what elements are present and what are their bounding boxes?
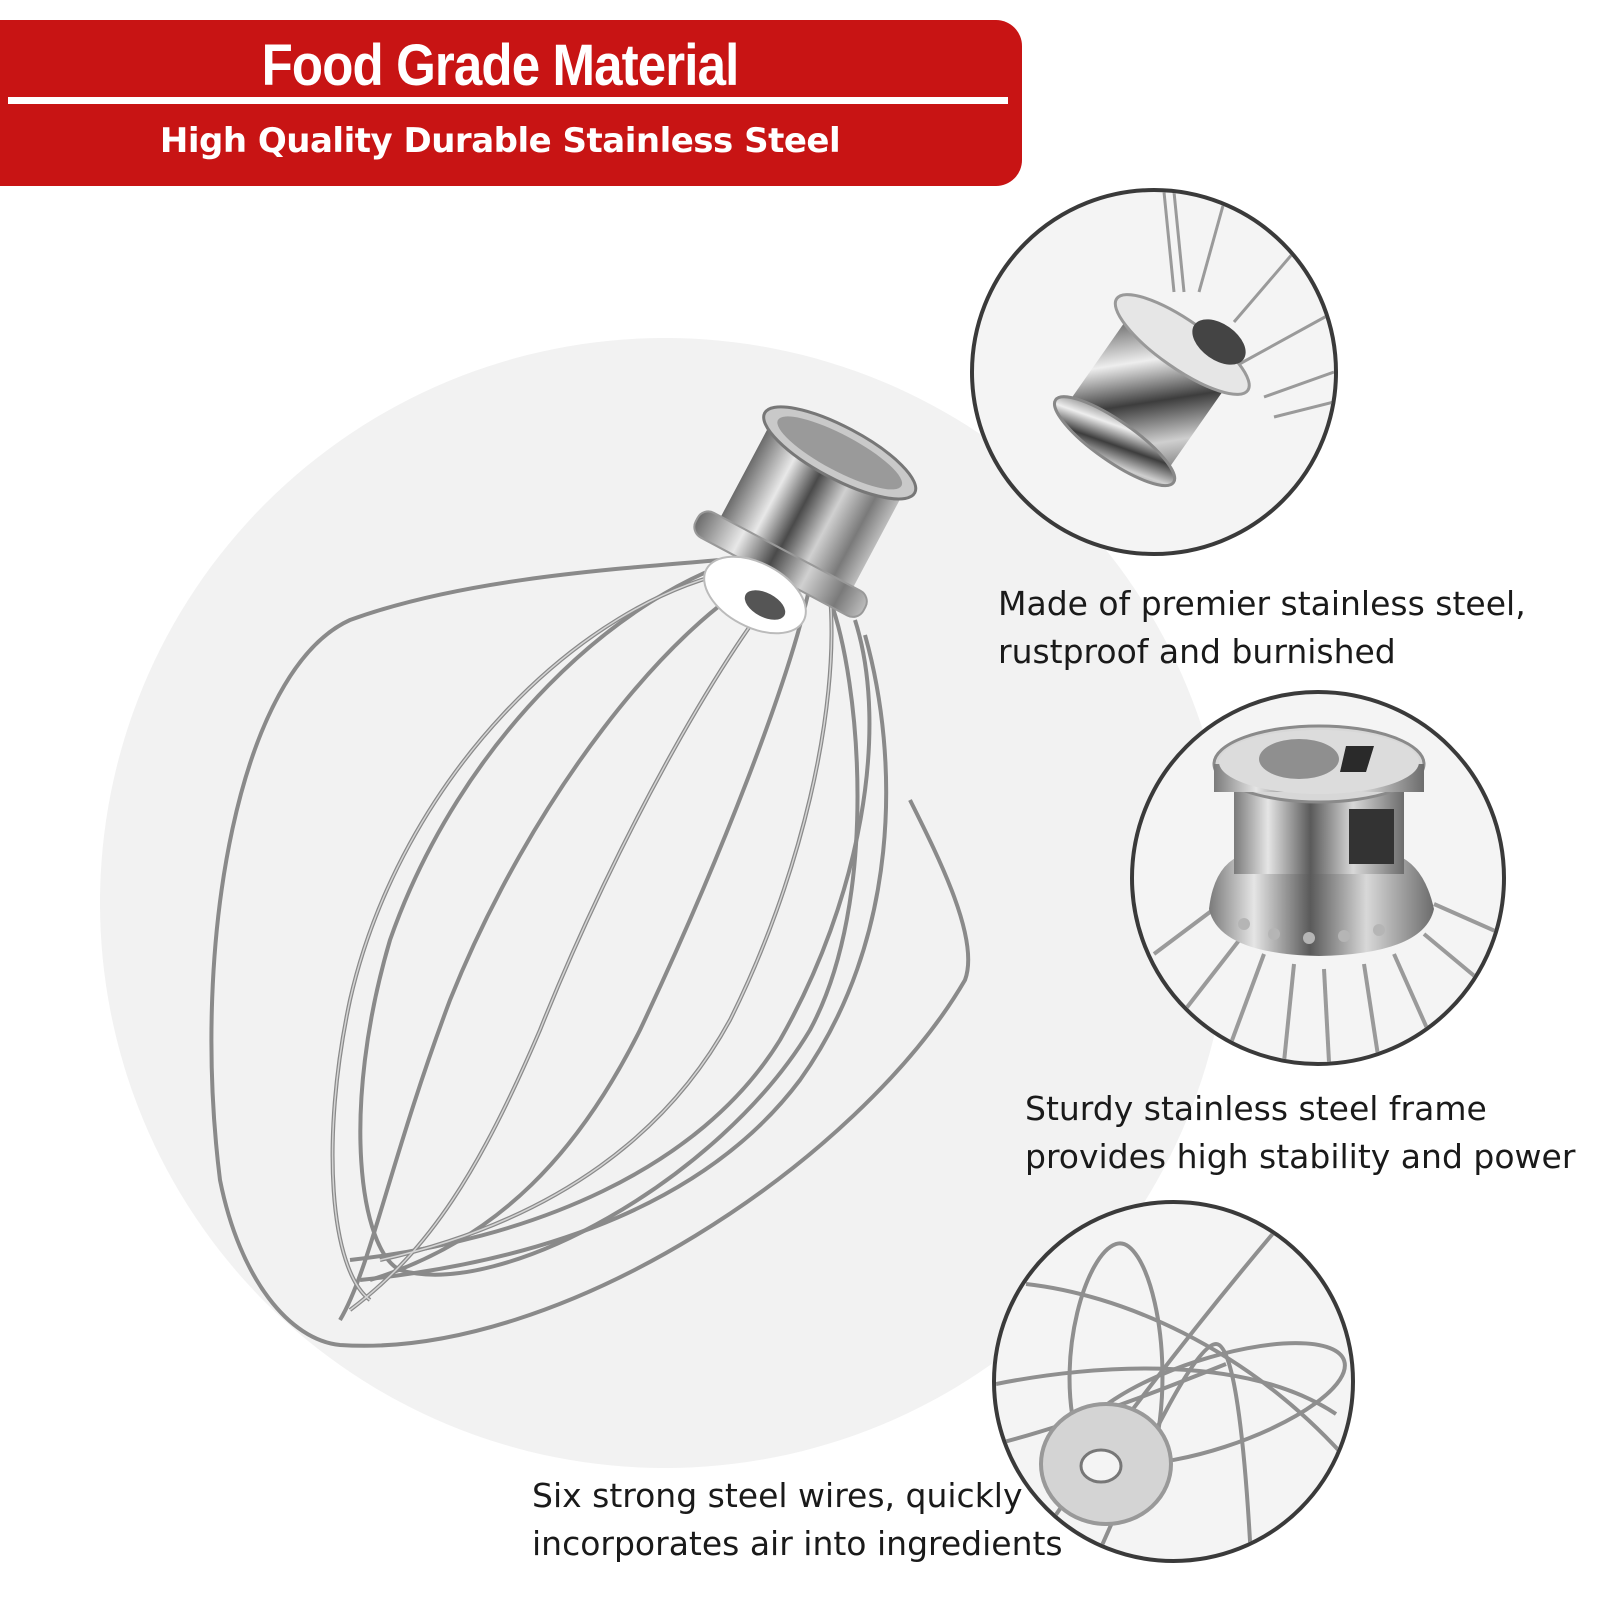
banner-title: Food Grade Material [261, 33, 740, 98]
banner-subtitle: High Quality Durable Stainless Steel [159, 121, 841, 161]
banner-divider [8, 97, 1008, 104]
caption-line: incorporates air into ingredients [532, 1524, 1063, 1563]
caption-line: rustproof and burnished [998, 632, 1396, 671]
caption-line: Made of premier stainless steel, [998, 584, 1526, 623]
caption-line: Six strong steel wires, quickly [532, 1476, 1023, 1515]
whisk-wires-top-view-icon [992, 1200, 1355, 1563]
whisk-hub-closeup-icon [970, 188, 1338, 556]
header-banner: Food Grade Material High Quality Durable… [0, 20, 1022, 186]
balloon-whisk-icon [200, 380, 990, 1380]
feature-caption-1: Made of premier stainless steel, rustpro… [998, 580, 1526, 676]
caption-line: provides high stability and power [1025, 1137, 1576, 1176]
caption-line: Sturdy stainless steel frame [1025, 1089, 1487, 1128]
whisk-shaft-coupling-icon [1130, 690, 1506, 1066]
feature-caption-3: Six strong steel wires, quickly incorpor… [532, 1472, 1063, 1568]
feature-caption-2: Sturdy stainless steel frame provides hi… [1025, 1085, 1575, 1181]
